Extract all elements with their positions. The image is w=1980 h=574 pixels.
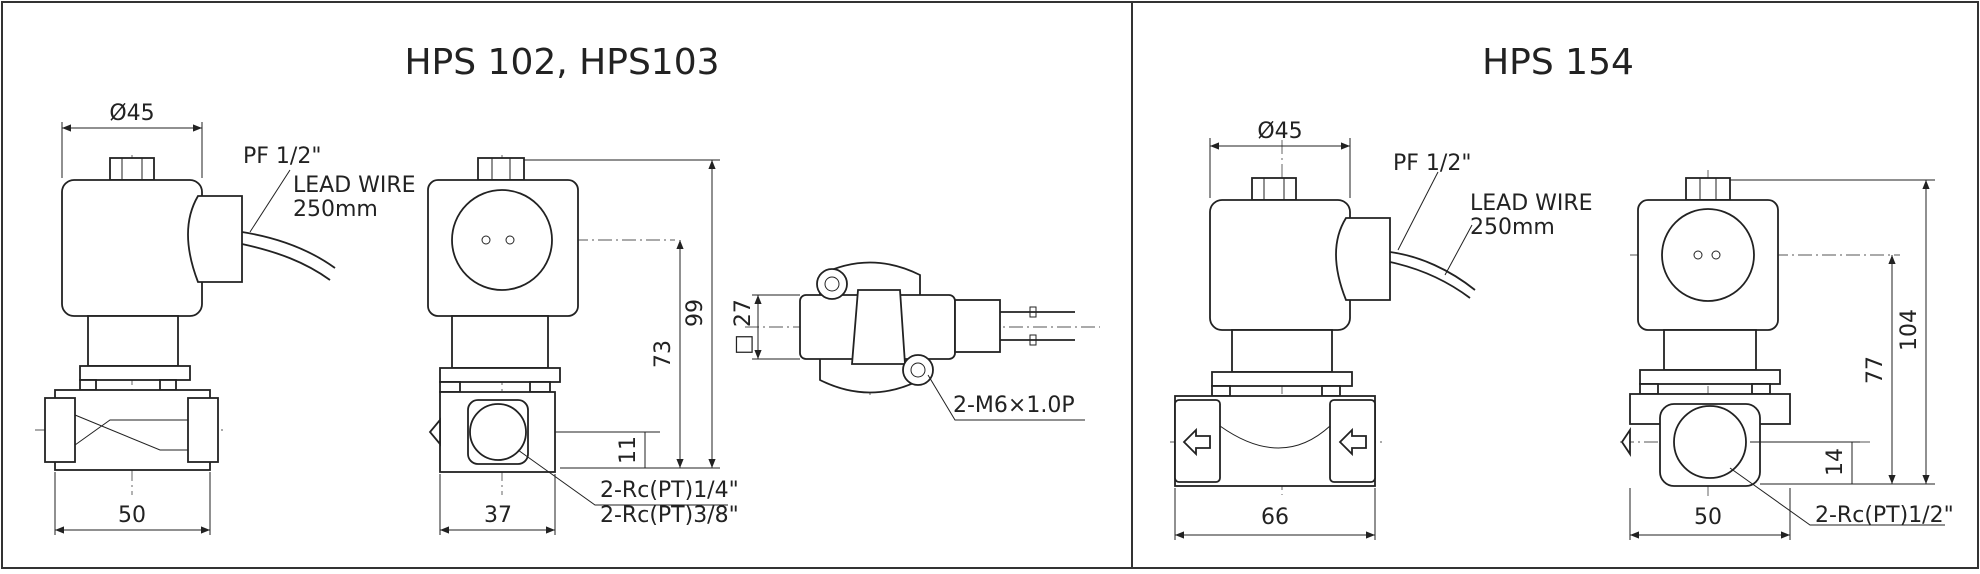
left-front-view: Ø45 50 PF 1/2" LEAD WIRE 250mm (35, 101, 416, 535)
left-side-height-total: 99 (683, 299, 708, 327)
left-title: HPS 102, HPS103 (404, 42, 719, 83)
left-panel: HPS 102, HPS103 (35, 42, 1100, 535)
left-side-height-center: 73 (651, 340, 676, 368)
left-side-thread-2: 2-Rc(PT)3/8" (600, 503, 739, 528)
right-title: HPS 154 (1482, 42, 1634, 83)
right-side-view: 50 104 77 14 2-Rc(PT)1/2" (1620, 170, 1954, 540)
right-front-lead-wire: LEAD WIRE (1470, 191, 1593, 216)
left-front-lead-length: 250mm (293, 197, 378, 222)
right-side-width: 50 (1694, 505, 1722, 530)
right-panel: HPS 154 Ø45 (1170, 42, 1954, 540)
right-front-lead-length: 250mm (1470, 215, 1555, 240)
left-side-thread-1: 2-Rc(PT)1/4" (600, 478, 739, 503)
right-side-height-total: 104 (1897, 309, 1922, 351)
left-top-mount: 2-M6×1.0P (953, 393, 1075, 418)
left-top-square: □ 27 (731, 299, 756, 355)
left-side-width: 37 (484, 503, 512, 528)
right-side-thread: 2-Rc(PT)1/2" (1815, 503, 1954, 528)
left-front-lead-wire: LEAD WIRE (293, 173, 416, 198)
right-front-port: PF 1/2" (1393, 151, 1471, 176)
left-top-view: □ 27 2-M6×1.0P (731, 261, 1100, 421)
right-front-view: Ø45 66 PF 1/2" LEAD WIRE 250mm (1170, 119, 1593, 540)
right-front-width: 66 (1261, 505, 1289, 530)
left-side-view: 37 99 73 11 2-Rc(PT)1/4" 2-Rc(PT)3/8" (427, 155, 739, 535)
left-front-diameter: Ø45 (109, 101, 154, 126)
right-side-height-port: 14 (1823, 448, 1848, 476)
left-side-height-port: 11 (616, 436, 641, 464)
left-front-width: 50 (118, 503, 146, 528)
left-front-port: PF 1/2" (243, 144, 321, 169)
right-front-diameter: Ø45 (1257, 119, 1302, 144)
right-side-height-center: 77 (1863, 356, 1888, 384)
